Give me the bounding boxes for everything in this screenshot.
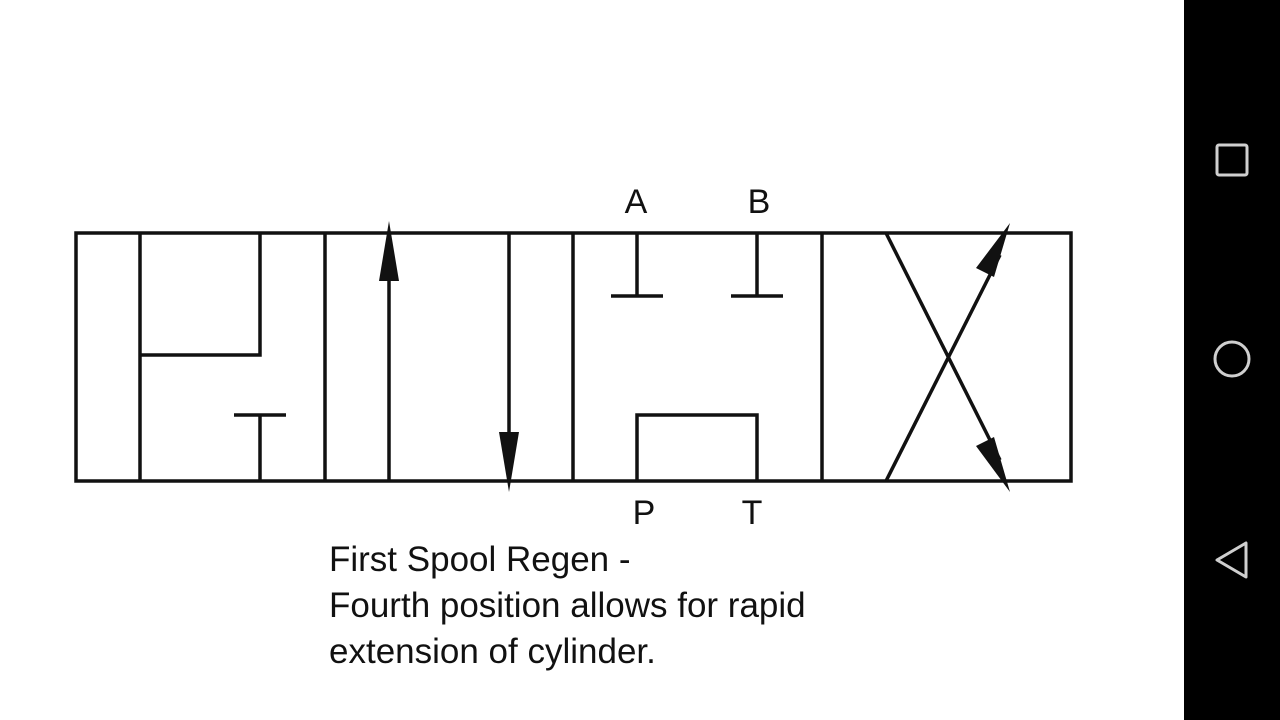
android-navigation-bar [1184, 0, 1280, 720]
regen-flow-path [140, 233, 262, 357]
caption-line-2: Fourth position allows for rapid [329, 586, 806, 625]
image-viewer: A B P T First Spool Regen - Fourth posit… [74, 183, 1073, 675]
arrowhead-up [379, 221, 399, 281]
triangle-back-icon [1215, 541, 1248, 579]
recents-button[interactable] [1202, 130, 1262, 190]
valve-schematic: A B P T [74, 183, 1073, 532]
caption-line-3: extension of cylinder. [329, 632, 656, 671]
port-label-p: P [633, 494, 656, 532]
port-label-b: B [748, 183, 771, 221]
cross-flow-line-down [884, 232, 1002, 461]
home-button[interactable] [1202, 329, 1262, 389]
port-label-t: T [742, 494, 763, 532]
arrowhead-up-right [976, 223, 1010, 277]
port-label-a: A [625, 183, 648, 221]
arrowhead-down-right [976, 437, 1010, 492]
caption-line-1: First Spool Regen - [329, 540, 631, 579]
arrowhead-down [499, 432, 519, 492]
back-button[interactable] [1202, 530, 1262, 590]
circle-home-icon [1213, 340, 1251, 378]
diagram-caption: First Spool Regen - Fourth position allo… [329, 537, 806, 675]
square-recents-icon [1215, 143, 1249, 177]
p-to-t-connection [635, 413, 759, 481]
cross-flow-line-up [884, 254, 1002, 482]
